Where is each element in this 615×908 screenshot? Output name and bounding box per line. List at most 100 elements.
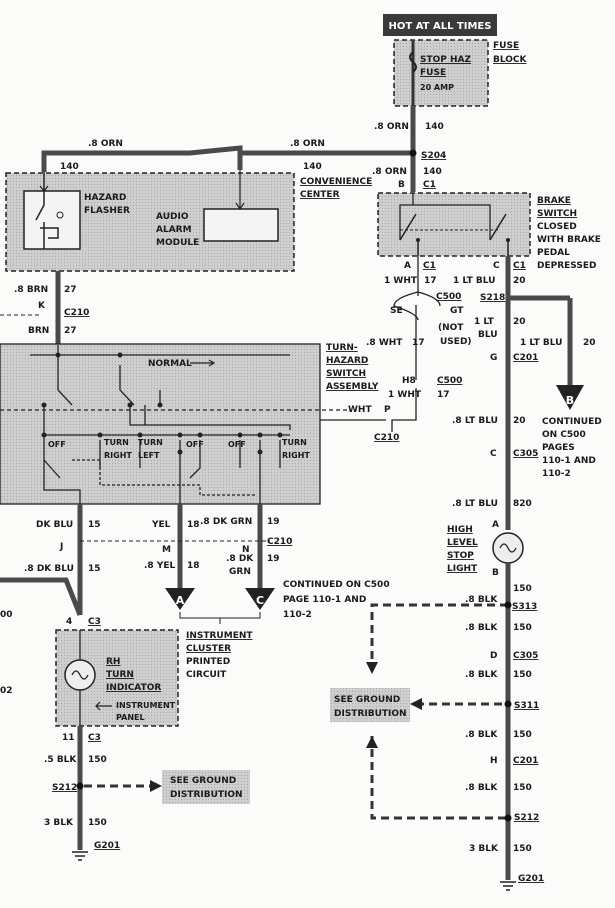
- pin-gt: GT: [450, 306, 464, 316]
- pin-j: J: [59, 542, 63, 552]
- stop-light-3: STOP: [447, 551, 474, 561]
- ground-symbol-left-icon: [72, 851, 88, 861]
- brake-contact-left: [416, 238, 420, 242]
- wire-18a: 18: [187, 520, 200, 530]
- wire-150-b: 150: [513, 670, 532, 680]
- wire-27b: 27: [64, 326, 77, 336]
- turn-hazard-switch-assembly: [0, 343, 321, 505]
- orange-wire-network: [41, 106, 416, 192]
- audio-alarm-label-3: MODULE: [156, 238, 199, 248]
- wire-20b: 20: [513, 317, 526, 327]
- brake-switch-label-6: DEPRESSED: [537, 261, 596, 271]
- pos-off-3: OFF: [228, 440, 246, 449]
- indicator-label-3: INDICATOR: [106, 683, 161, 693]
- brake-switch-box: [377, 192, 531, 257]
- wire-19a: 19: [267, 517, 280, 527]
- ground-right-1: SEE GROUND: [334, 695, 400, 705]
- arrow-a-letter: A: [176, 594, 185, 607]
- bulb-filament-icon: [71, 670, 89, 680]
- brake-switch-label-4: WITH BRAKE: [537, 235, 601, 245]
- wire-blu: BLU: [478, 330, 498, 340]
- panel-pointer-icon: [95, 701, 112, 711]
- panel-label-2: PANEL: [116, 713, 145, 722]
- splice-s212-left-label: S212: [52, 783, 77, 793]
- wire-8dkblu: .8 DK BLU: [24, 564, 74, 574]
- pin-b-brake: B: [398, 180, 405, 190]
- brake-switch-label-2: SWITCH: [537, 209, 577, 219]
- pin-p: P: [384, 405, 391, 415]
- ground-arrow-left-icon: [150, 780, 162, 792]
- wire-17a: 17: [424, 276, 437, 286]
- hot-banner-text: HOT AT ALL TIMES: [389, 21, 492, 32]
- edge-ref-02: 02: [0, 686, 13, 696]
- stop-pin-b: B: [492, 568, 499, 578]
- pin-4: 4: [66, 617, 72, 627]
- wire-label-orn-brake: .8 ORN: [372, 167, 407, 177]
- normal-arrow-icon: [190, 359, 216, 367]
- arrow-c-marker: [245, 588, 275, 610]
- brake-switch-bus: [399, 193, 491, 240]
- pos-turn-1: TURN: [104, 438, 129, 447]
- audio-alarm-module: [203, 208, 279, 242]
- wire-dkblu: DK BLU: [36, 520, 73, 530]
- fuse-symbol-icon: [409, 51, 417, 73]
- connector-c1-top: C1: [423, 180, 436, 190]
- wire-18b: 18: [187, 561, 200, 571]
- wire-1ltblu: 1 LT BLU: [453, 276, 496, 286]
- arrow-b-marker: [556, 385, 584, 410]
- pin-11: 11: [62, 733, 75, 743]
- pos-right-3: RIGHT: [282, 451, 310, 460]
- wire-20a: 20: [513, 276, 526, 286]
- audio-alarm-label-1: AUDIO: [156, 212, 189, 222]
- splice-s212-right: [504, 814, 512, 822]
- fuse-label-2: FUSE: [420, 68, 446, 78]
- cluster-title-4: CIRCUIT: [186, 670, 227, 680]
- pin-h: H: [490, 756, 498, 766]
- ground-symbol-right-icon: [500, 881, 516, 891]
- wire-8ltblu-b: .8 LT BLU: [452, 499, 498, 509]
- c500-connector-icon: [393, 291, 441, 321]
- continued-b-4: 110-1 AND: [542, 456, 596, 466]
- stop-filament-icon: [499, 543, 517, 553]
- splice-s313-label: S313: [512, 602, 537, 612]
- wire-820: 820: [513, 499, 532, 509]
- continued-ac-3: 110-2: [283, 610, 312, 620]
- wire-1wht: 1 WHT: [384, 276, 418, 286]
- brake-switch-contacts-icon: [399, 213, 509, 256]
- c305-upper: C305: [513, 449, 538, 459]
- g201-right: G201: [518, 874, 544, 884]
- splice-s212-right-label: S212: [514, 813, 539, 823]
- pin-m: M: [162, 545, 171, 555]
- pin-h8: H8: [402, 376, 416, 386]
- ground-right-2: DISTRIBUTION: [334, 709, 407, 719]
- wire-20c: 20: [583, 338, 596, 348]
- wire-150-cl-a: 150: [88, 755, 107, 765]
- hazard-flasher-label-1: HAZARD: [84, 193, 126, 203]
- pos-turn-2: TURN: [138, 438, 163, 447]
- c210-left: C210: [64, 308, 89, 318]
- c500-top: C500: [436, 292, 461, 302]
- arrow-a-marker: [165, 588, 195, 610]
- normal-label: NORMAL: [148, 359, 192, 369]
- hot-banner: [383, 14, 497, 36]
- wire-num-left: 140: [60, 162, 79, 172]
- splice-s311-label: S311: [514, 701, 539, 711]
- indicator-label-1: RH: [106, 657, 120, 667]
- pin-se: SE: [390, 306, 403, 316]
- wire-num-mid: 140: [303, 162, 322, 172]
- wire-17b: 17: [412, 338, 425, 348]
- wire-1ltblu-c: 1 LT BLU: [520, 338, 563, 348]
- splice-s313: [504, 601, 512, 609]
- wire-20d: 20: [513, 416, 526, 426]
- wire-15b: 15: [88, 564, 101, 574]
- ground-arrow-right-icon: [410, 698, 422, 710]
- wire-8dk: .8 DK: [226, 554, 254, 564]
- wire-150-cl-b: 150: [88, 818, 107, 828]
- wire-8blk-d: .8 BLK: [465, 730, 498, 740]
- cluster-title-1: INSTRUMENT: [186, 631, 253, 641]
- flasher-symbol-icon: [35, 191, 59, 249]
- connector-c3-bottom: C3: [88, 733, 101, 743]
- wire-150-stop: 150: [513, 584, 532, 594]
- flasher-arrow-icon: [39, 185, 49, 192]
